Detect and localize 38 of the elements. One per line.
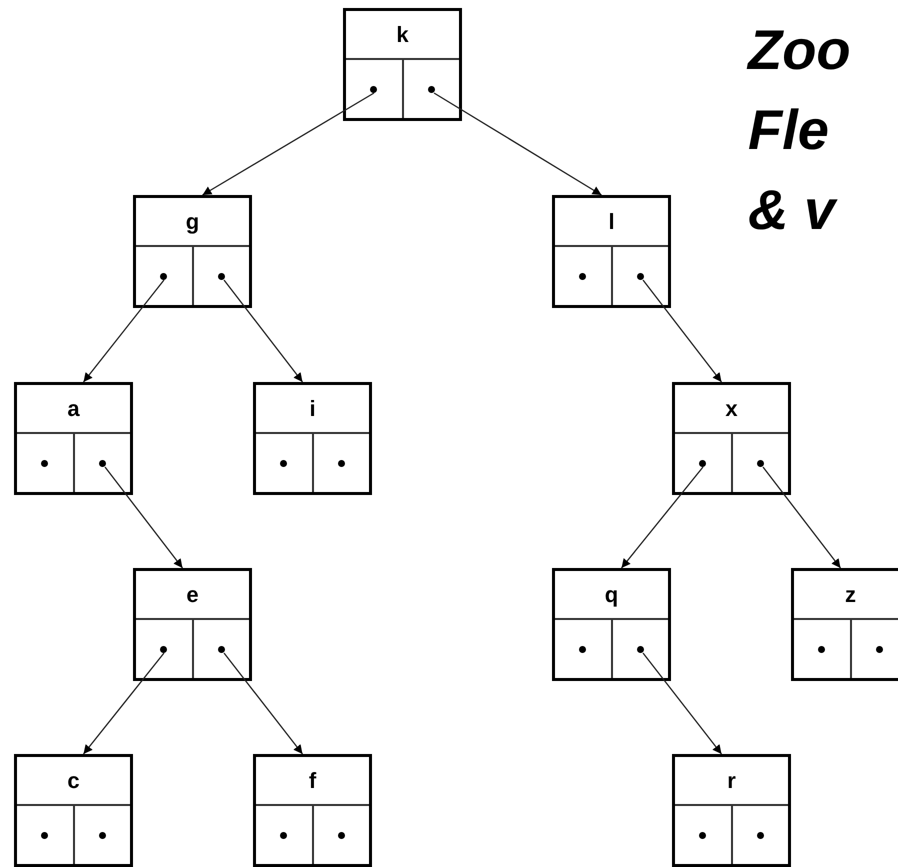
pointer-arrow [83, 652, 164, 754]
pointer-arrow [434, 92, 602, 196]
tree-node-box [672, 382, 791, 495]
node-key: i [309, 398, 316, 420]
pointer-arrow [223, 652, 304, 754]
pointer-arrow [621, 466, 704, 568]
node-key: z [845, 584, 856, 606]
node-key: r [727, 770, 736, 792]
node-key: k [396, 24, 409, 46]
pointer-arrow [83, 280, 164, 382]
tree-node-box [133, 568, 252, 681]
node-key: q [604, 584, 618, 606]
tree-node-box [133, 195, 252, 308]
heading-text: Fle [748, 102, 829, 158]
node-key: e [186, 584, 199, 606]
tree-node-box [253, 382, 372, 495]
heading-text: & v [748, 182, 836, 238]
node-key: g [186, 210, 200, 232]
node-key: x [725, 398, 738, 420]
tree-node-box [343, 8, 462, 121]
tree-node-box [552, 195, 671, 308]
tree-node-box [552, 568, 671, 681]
tree-node-box [253, 754, 372, 867]
pointer-arrow [223, 280, 304, 382]
node-key: a [67, 398, 80, 420]
node-key: l [608, 210, 615, 232]
pointer-arrow [202, 92, 374, 196]
tree-node-box [791, 568, 898, 681]
tree-node-box [672, 754, 791, 867]
heading-text: Zoo [748, 22, 851, 78]
tree-node-box [14, 382, 133, 495]
pointer-arrow [642, 652, 722, 754]
pointer-arrow [762, 466, 842, 568]
tree-node-box [14, 754, 133, 867]
node-key: f [308, 770, 316, 792]
node-key: c [67, 770, 80, 792]
pointer-arrow [104, 466, 184, 568]
pointer-arrow [642, 280, 722, 382]
